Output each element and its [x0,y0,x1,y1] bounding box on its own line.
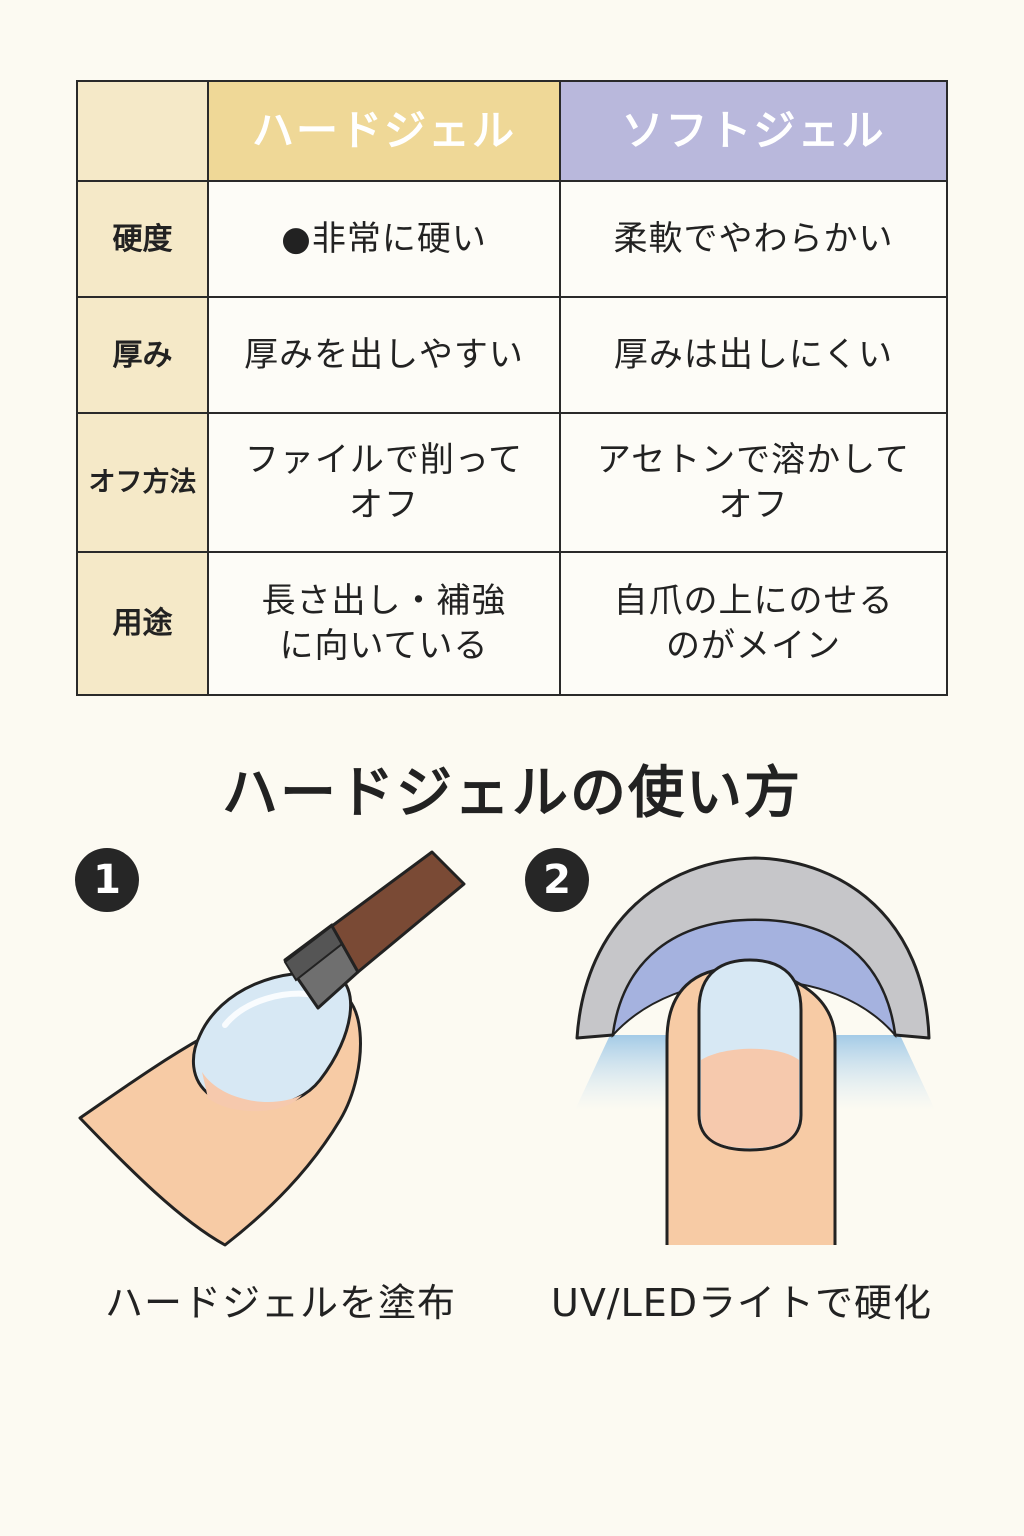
cell-text: アセトンで溶かして [596,440,911,481]
step-1-caption: ハードジェルを塗布 [105,1281,457,1325]
soft-thickness-cell: 厚みは出しにくい [559,296,948,414]
step-2-badge: 2 [525,848,589,912]
cell-text: 長さ出し・補強 [261,581,507,622]
hard-usage-cell: 長さ出し・補強 に向いている [207,551,561,696]
howto-title: ハードジェルの使い方 [222,761,802,826]
hard-removal-cell: ファイルで削って オフ [207,412,561,553]
step-2-caption: UV/LEDライトで硬化 [551,1281,933,1325]
table-row-removal: オフ方法 ファイルで削って オフ アセトンで溶かして オフ [76,412,948,553]
soft-hardness-cell: 柔軟でやわらかい [559,180,948,298]
soft-usage-cell: 自爪の上にのせる のがメイン [559,551,948,696]
table-header-row: ハードジェル ソフトジェル [76,80,948,182]
row-label-hardness: 硬度 [76,180,209,298]
brush-applying-gel-icon [78,850,466,1247]
cell-text: ●非常に硬い [281,218,487,259]
cell-text: 厚みは出しにくい [613,334,894,375]
header-soft-gel: ソフトジェル [559,80,948,182]
cell-text: オフ [349,484,419,525]
cell-text: に向いている [279,625,489,666]
table-row-hardness: 硬度 ●非常に硬い 柔軟でやわらかい [76,180,948,298]
row-label-thickness: 厚み [76,296,209,414]
row-label-usage: 用途 [76,551,209,696]
table-row-thickness: 厚み 厚みを出しやすい 厚みは出しにくい [76,296,948,414]
comparison-table: ハードジェル ソフトジェル 硬度 ●非常に硬い 柔軟でやわらかい 厚み 厚みを出… [76,80,948,696]
hard-hardness-cell: ●非常に硬い [207,180,561,298]
cell-text: 厚みを出しやすい [244,334,524,375]
uv-led-lamp-curing-icon [575,856,935,1245]
step-1-badge: 1 [75,848,139,912]
cell-text: ファイルで削って [244,440,524,481]
cell-text: 柔軟でやわらかい [613,218,894,259]
header-hard-gel: ハードジェル [207,80,561,182]
row-label-removal: オフ方法 [76,412,209,553]
soft-removal-cell: アセトンで溶かして オフ [559,412,948,553]
table-row-usage: 用途 長さ出し・補強 に向いている 自爪の上にのせる のがメイン [76,551,948,696]
cell-text: オフ [718,484,789,525]
hard-thickness-cell: 厚みを出しやすい [207,296,561,414]
cell-text: のがメイン [666,625,841,666]
cell-text: 自爪の上にのせる [613,581,894,622]
table-corner-cell [76,80,209,182]
